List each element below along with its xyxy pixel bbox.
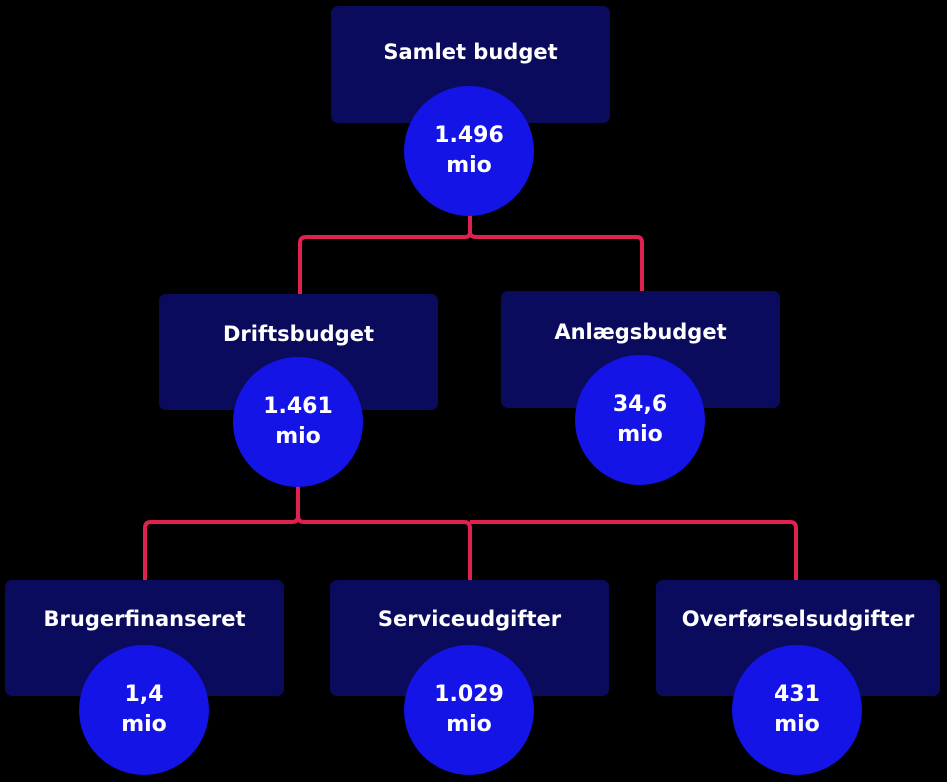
connector-operations-to-level3 [143,485,798,580]
node-total-value-circle: 1.496 mio [404,86,534,216]
node-service-unit: mio [446,712,492,737]
node-service-value: 1.029 [434,682,504,707]
node-total-title: Samlet budget [383,40,558,64]
node-user-financed-value-circle: 1,4 mio [79,645,209,775]
node-construction-title: Anlægsbudget [554,320,727,344]
node-transfer-value: 431 [774,682,820,707]
node-construction-unit: mio [617,422,663,447]
node-operations-unit: mio [275,424,321,449]
node-user-financed-title: Brugerfinanseret [43,607,246,631]
node-total-value: 1.496 [434,123,504,148]
node-user-financed-value: 1,4 [124,682,164,707]
node-service-title: Serviceudgifter [377,607,562,631]
node-construction-value: 34,6 [612,392,668,417]
connector-total-to-level2 [298,200,644,296]
node-user-financed-unit: mio [121,712,167,737]
node-total-unit: mio [446,153,492,178]
node-service-value-circle: 1.029 mio [404,645,534,775]
node-operations-value-circle: 1.461 mio [233,357,363,487]
node-operations-title: Driftsbudget [223,322,374,346]
node-transfer-unit: mio [774,712,820,737]
node-transfer-title: Overførselsudgifter [681,607,915,631]
node-transfer-value-circle: 431 mio [732,645,862,775]
node-construction-value-circle: 34,6 mio [575,355,705,485]
node-operations-value: 1.461 [263,394,333,419]
